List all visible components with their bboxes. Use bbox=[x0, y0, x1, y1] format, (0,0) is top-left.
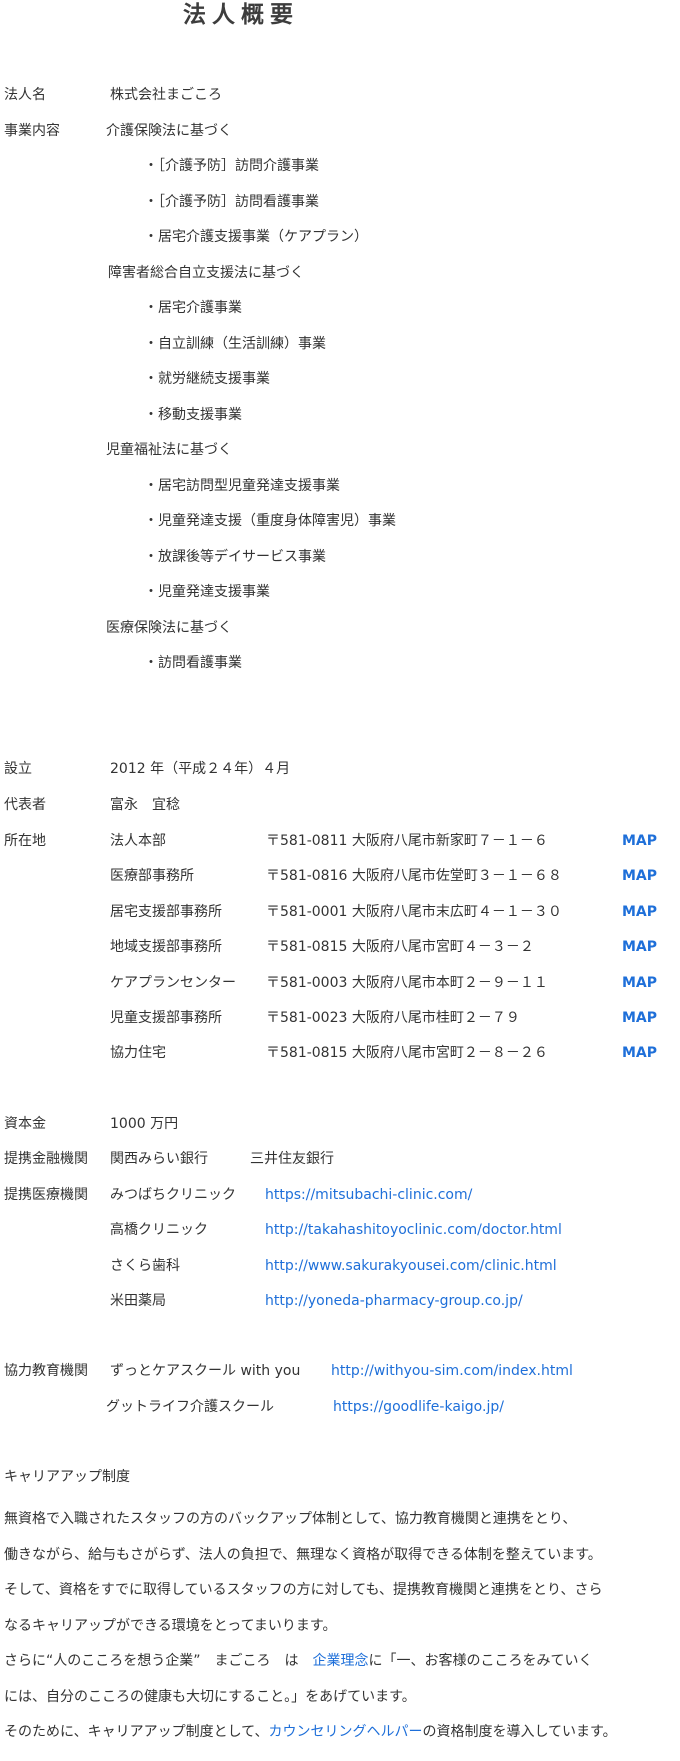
business-law: 児童福祉法に基づく bbox=[106, 442, 232, 458]
location-address: 〒581-0023 大阪府八尾市桂町２－７９ bbox=[266, 1010, 520, 1026]
business-item: ・訪問看護事業 bbox=[144, 655, 242, 671]
business-item: ・居宅介護事業 bbox=[144, 300, 242, 316]
business-item: ・居宅訪問型児童発達支援事業 bbox=[144, 478, 340, 494]
representative-value: 富永 宜稔 bbox=[110, 797, 180, 813]
career-paragraph-line: なるキャリアップができる環境をとってまいります。 bbox=[4, 1618, 337, 1634]
location-address: 〒581-0815 大阪府八尾市宮町２－８－２６ bbox=[266, 1045, 548, 1061]
medical-label: 提携医療機関 bbox=[4, 1187, 88, 1203]
location-name: 地域支援部事務所 bbox=[110, 939, 222, 955]
medical-url-link[interactable]: http://yoneda-pharmacy-group.co.jp/ bbox=[265, 1293, 523, 1309]
location-name: 居宅支援部事務所 bbox=[110, 904, 222, 920]
location-name: 児童支援部事務所 bbox=[110, 1010, 222, 1026]
map-link[interactable]: MAP bbox=[622, 1045, 658, 1061]
representative-label: 代表者 bbox=[4, 797, 46, 813]
business-item: ・［介護予防］訪問介護事業 bbox=[144, 158, 319, 174]
medical-name: 米田薬局 bbox=[110, 1293, 166, 1309]
map-link[interactable]: MAP bbox=[622, 904, 658, 920]
location-address: 〒581-0003 大阪府八尾市本町２－９－１１ bbox=[266, 975, 548, 991]
location-address: 〒581-0811 大阪府八尾市新家町７－１－６ bbox=[266, 833, 548, 849]
medical-name: 高橋クリニック bbox=[110, 1222, 208, 1238]
bank-name: 三井住友銀行 bbox=[250, 1151, 334, 1167]
business-item: ・就労継続支援事業 bbox=[144, 371, 270, 387]
location-name: ケアプランセンター bbox=[110, 975, 236, 991]
locations-label: 所在地 bbox=[4, 833, 46, 849]
medical-name: さくら歯科 bbox=[110, 1258, 180, 1274]
bank-name: 関西みらい銀行 bbox=[110, 1151, 208, 1167]
map-link[interactable]: MAP bbox=[622, 868, 658, 884]
education-url-link[interactable]: https://goodlife-kaigo.jp/ bbox=[333, 1399, 504, 1415]
counseling-helper-link[interactable]: カウンセリングヘルパー bbox=[268, 1724, 423, 1740]
business-item: ・［介護予防］訪問看護事業 bbox=[144, 194, 319, 210]
career-text: に「一、お客様のこころをみていく bbox=[368, 1653, 593, 1669]
education-url-link[interactable]: http://withyou-sim.com/index.html bbox=[331, 1363, 573, 1379]
career-paragraph-line: そして、資格をすでに取得しているスタッフの方に対しても、提携教育機関と連携をとり… bbox=[4, 1582, 603, 1598]
business-item: ・移動支援事業 bbox=[144, 407, 242, 423]
banks-label: 提携金融機関 bbox=[4, 1151, 88, 1167]
map-link[interactable]: MAP bbox=[622, 833, 658, 849]
career-paragraph-line: 無資格で入職されたスタッフの方のバックアップ体制として、協力教育機関と連携をとり… bbox=[4, 1511, 577, 1527]
established-label: 設立 bbox=[4, 761, 32, 777]
business-item: ・自立訓練（生活訓練）事業 bbox=[144, 336, 326, 352]
location-address: 〒581-0001 大阪府八尾市末広町４－１－３０ bbox=[266, 904, 562, 920]
education-label: 協力教育機関 bbox=[4, 1363, 88, 1379]
map-link[interactable]: MAP bbox=[622, 975, 658, 991]
education-name: ずっとケアスクール with you bbox=[110, 1363, 301, 1379]
career-heading: キャリアアップ制度 bbox=[4, 1469, 130, 1485]
location-name: 法人本部 bbox=[110, 833, 166, 849]
philosophy-link[interactable]: 企業理念 bbox=[312, 1653, 369, 1669]
career-paragraph-line: 働きながら、給与もさがらず、法人の負担で、無理なく資格が取得できる体制を整えてい… bbox=[4, 1547, 602, 1563]
career-text: さらに“人のこころを想う企業” まごころ は bbox=[4, 1653, 313, 1669]
education-name: グットライフ介護スクール bbox=[106, 1399, 274, 1415]
established-value: 2012 年（平成２４年）４月 bbox=[110, 761, 291, 777]
career-text: そのために、キャリアアップ制度として、 bbox=[4, 1724, 269, 1740]
capital-value: 1000 万円 bbox=[110, 1116, 179, 1132]
career-paragraph-line: さらに“人のこころを想う企業” まごころ は 企業理念に「一、お客様のこころをみ… bbox=[4, 1654, 593, 1668]
page-title: 法人概要 bbox=[183, 2, 299, 28]
medical-url-link[interactable]: http://www.sakurakyousei.com/clinic.html bbox=[265, 1258, 557, 1274]
corp-name-label: 法人名 bbox=[4, 87, 46, 103]
capital-label: 資本金 bbox=[4, 1116, 46, 1132]
business-label: 事業内容 bbox=[4, 123, 60, 139]
location-address: 〒581-0815 大阪府八尾市宮町４－３－２ bbox=[266, 939, 534, 955]
business-law: 障害者総合自立支援法に基づく bbox=[108, 265, 304, 281]
medical-name: みつばちクリニック bbox=[110, 1187, 236, 1203]
business-item: ・児童発達支援（重度身体障害児）事業 bbox=[144, 513, 396, 529]
location-name: 医療部事務所 bbox=[110, 868, 194, 884]
career-paragraph-line: には、自分のこころの健康も大切にすること。」をあげています。 bbox=[4, 1689, 416, 1705]
medical-url-link[interactable]: http://takahashitoyoclinic.com/doctor.ht… bbox=[265, 1222, 562, 1238]
business-law: 介護保険法に基づく bbox=[106, 123, 232, 139]
location-address: 〒581-0816 大阪府八尾市佐堂町３－１－６８ bbox=[266, 868, 562, 884]
location-name: 協力住宅 bbox=[110, 1045, 166, 1061]
medical-url-link[interactable]: https://mitsubachi-clinic.com/ bbox=[265, 1187, 473, 1203]
career-paragraph-line: そのために、キャリアアップ制度として、カウンセリングヘルパーの資格制度を導入して… bbox=[4, 1725, 617, 1739]
corp-name-value: 株式会社まごころ bbox=[110, 87, 222, 103]
map-link[interactable]: MAP bbox=[622, 1010, 658, 1026]
business-item: ・放課後等デイサービス事業 bbox=[144, 549, 326, 565]
business-item: ・居宅介護支援事業（ケアプラン） bbox=[144, 229, 368, 245]
career-text: の資格制度を導入しています。 bbox=[422, 1724, 617, 1740]
map-link[interactable]: MAP bbox=[622, 939, 658, 955]
business-item: ・児童発達支援事業 bbox=[144, 584, 270, 600]
business-law: 医療保険法に基づく bbox=[106, 620, 232, 636]
